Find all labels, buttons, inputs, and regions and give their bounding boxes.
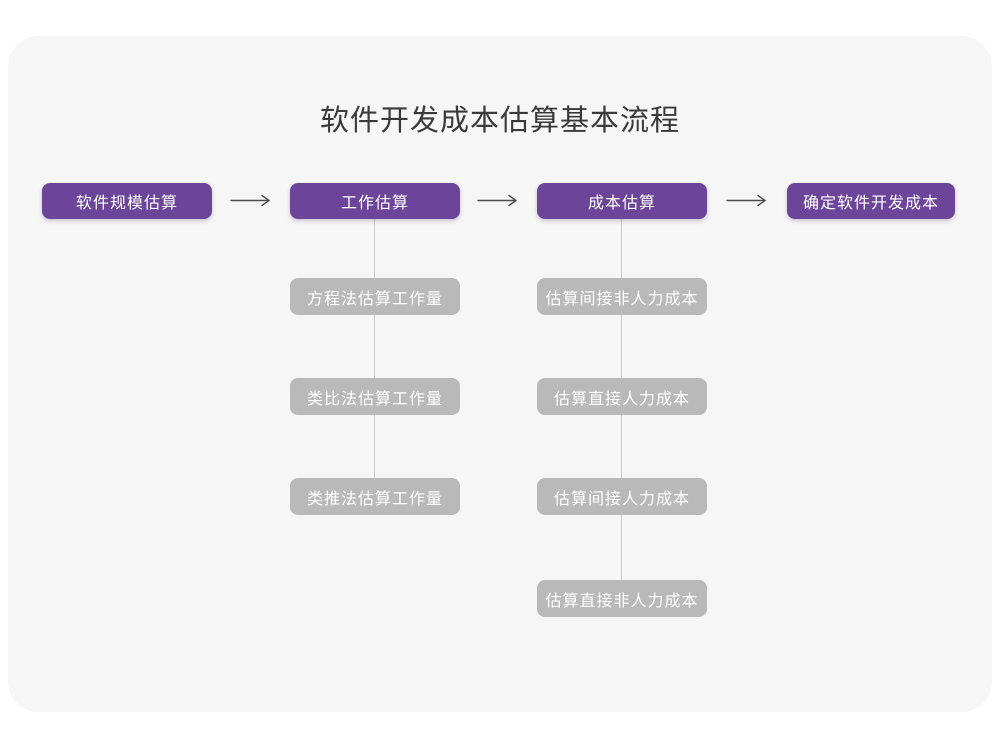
sub-step-analogy-method: 类比法估算工作量 <box>290 378 460 415</box>
sub-step-equation-method: 方程法估算工作量 <box>290 278 460 315</box>
flow-step-determine-development-cost: 确定软件开发成本 <box>787 183 955 219</box>
sub-step-extrapolation-method: 类推法估算工作量 <box>290 478 460 515</box>
sub-step-indirect-nonlabor-cost: 估算间接非人力成本 <box>537 278 707 315</box>
flow-arrow-icon <box>477 194 519 207</box>
connector-line-work-estimation <box>374 219 375 497</box>
flow-arrow-icon <box>230 194 272 207</box>
flow-arrow-icon <box>726 194 768 207</box>
sub-step-indirect-labor-cost: 估算间接人力成本 <box>537 478 707 515</box>
flow-step-work-estimation: 工作估算 <box>290 183 460 219</box>
page-title: 软件开发成本估算基本流程 <box>319 105 680 137</box>
sub-step-direct-nonlabor-cost: 估算直接非人力成本 <box>537 580 707 617</box>
diagram-card <box>8 36 992 712</box>
flow-step-cost-estimation: 成本估算 <box>537 183 707 219</box>
sub-step-direct-labor-cost: 估算直接人力成本 <box>537 378 707 415</box>
flow-step-software-scale-estimation: 软件规模估算 <box>42 183 212 219</box>
